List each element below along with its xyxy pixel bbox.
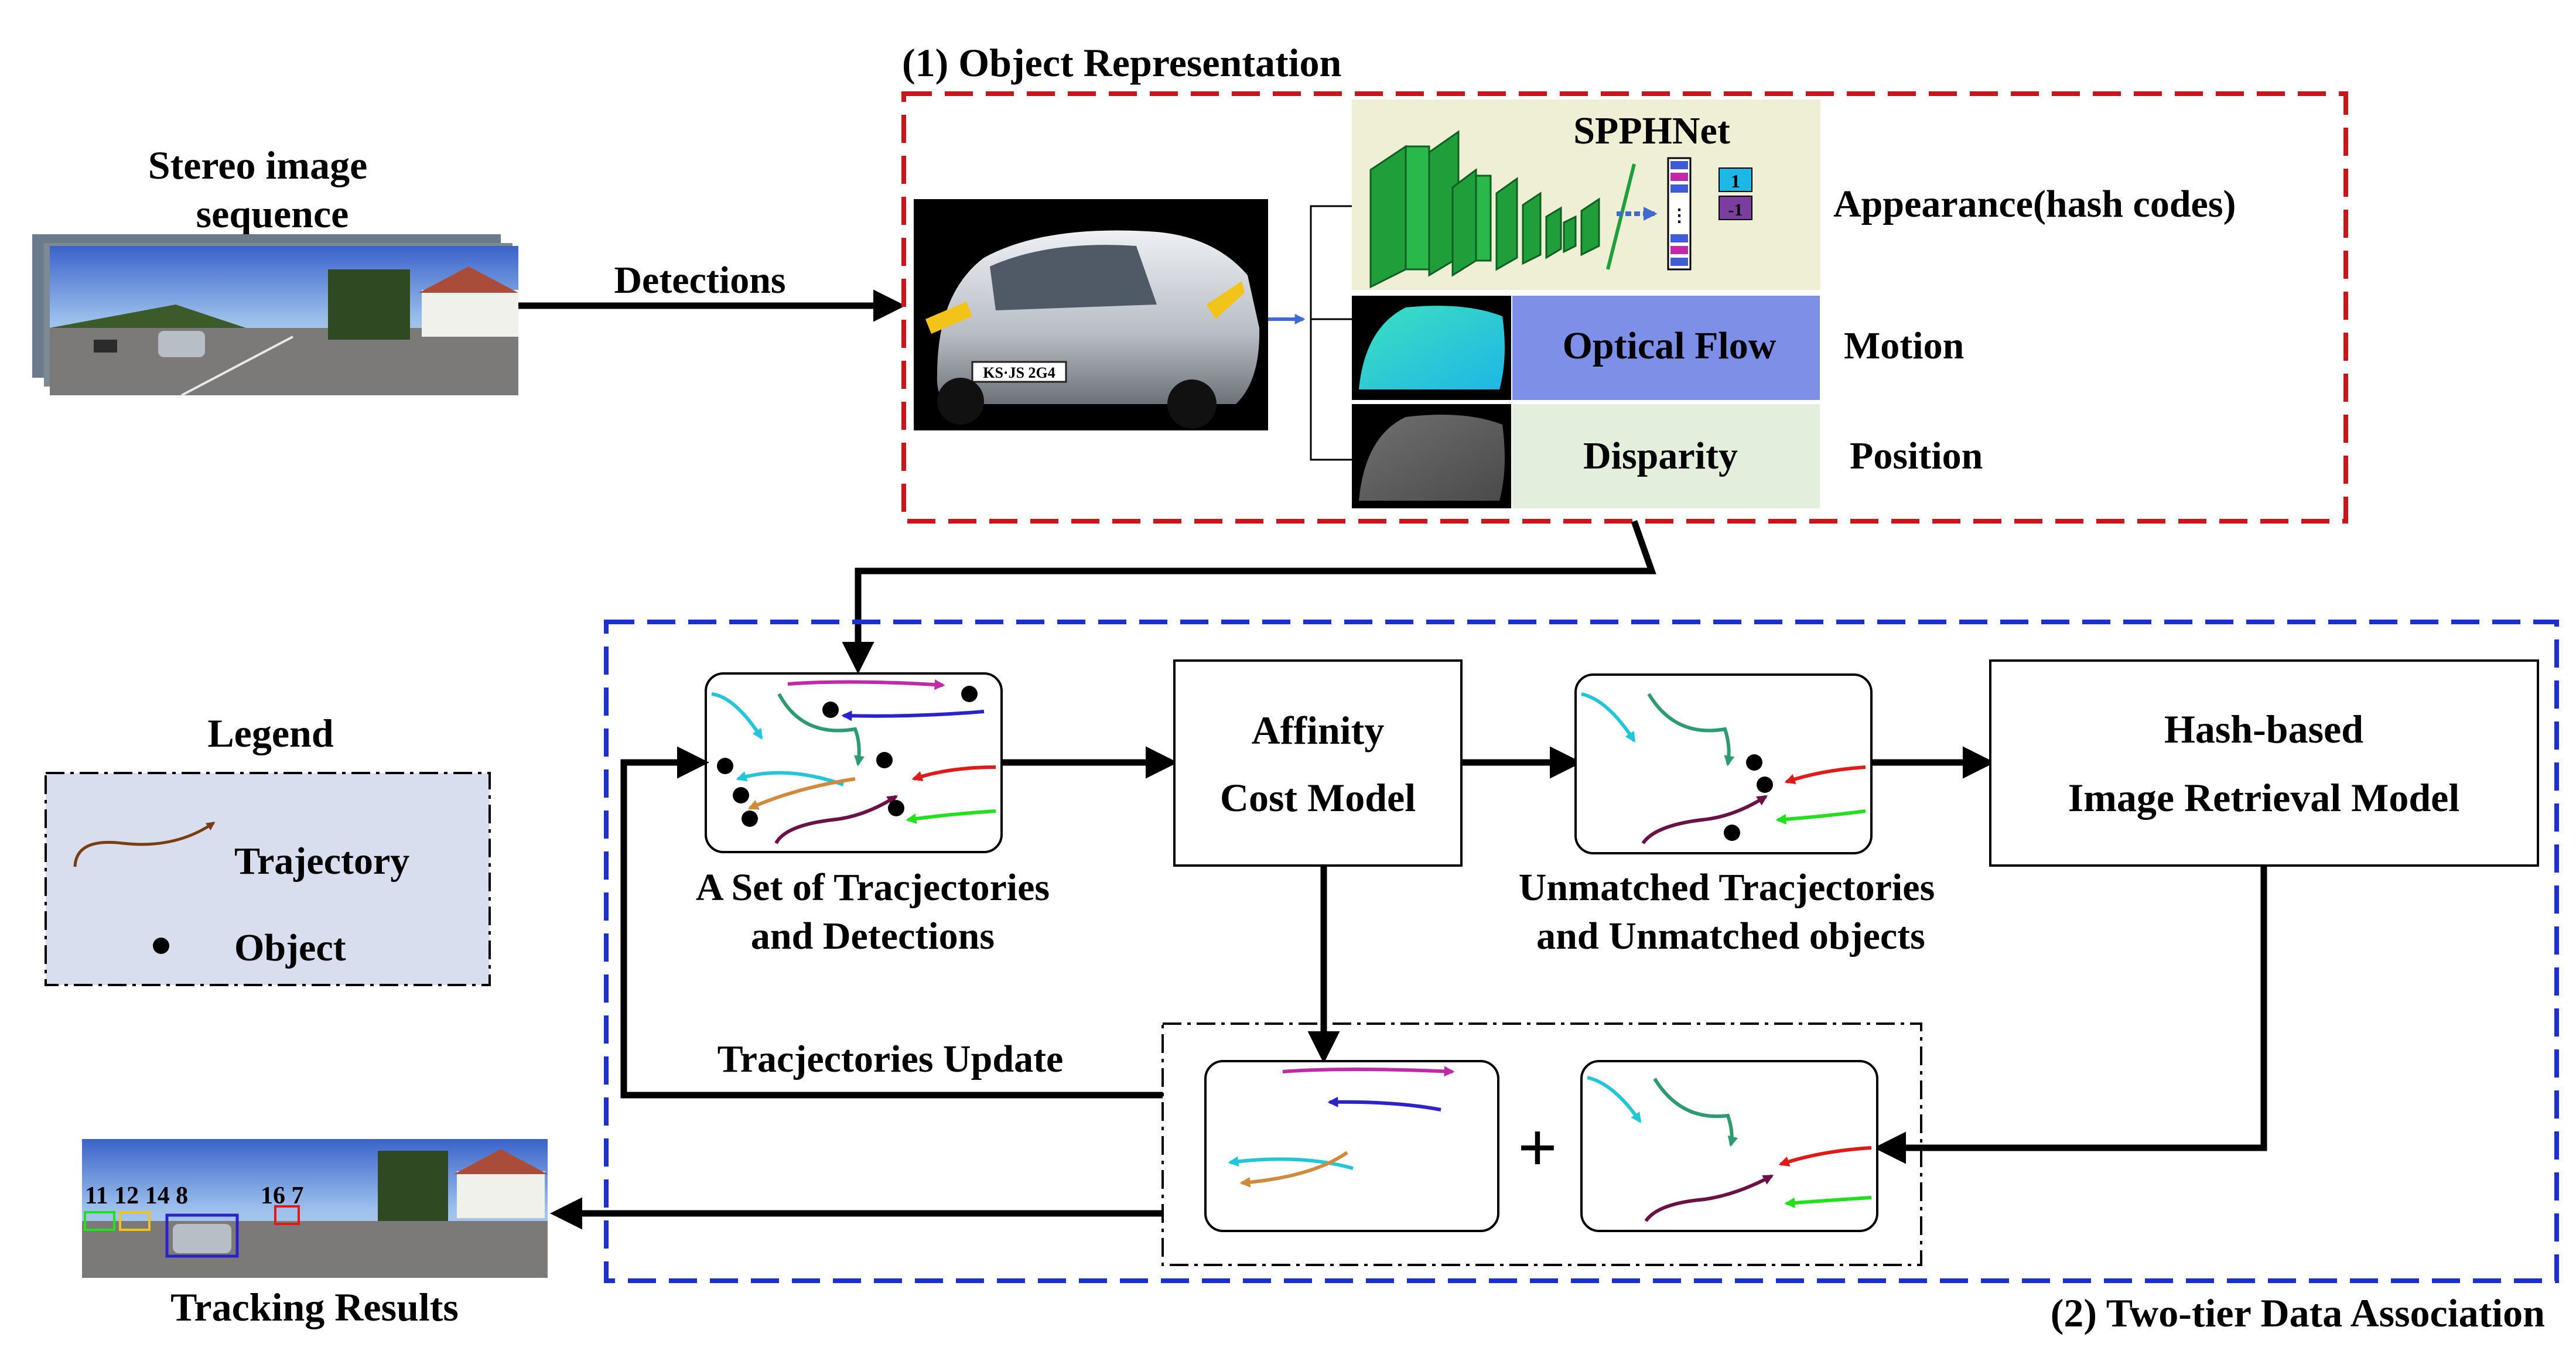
two-tier-title: (2) Two-tier Data Association [2051, 1291, 2545, 1335]
svg-text:⋮: ⋮ [1670, 206, 1688, 225]
detections-arrow-group: Detections [518, 259, 906, 322]
optical-flow-silhouette [1359, 306, 1505, 389]
license-plate-text: KS·JS 2G4 [983, 364, 1055, 381]
track-id-labels: 11 12 14 8 [85, 1182, 188, 1209]
optical-flow-row: Optical Flow Motion [1352, 296, 1964, 400]
object-representation-section: (1) Object Representation KS·JS 2G4 [901, 40, 2348, 524]
hash-bit-minus-one-box [1719, 196, 1752, 220]
hash-model-line2: Image Retrieval Model [2068, 775, 2459, 820]
track-id-labels-right: 16 7 [261, 1182, 304, 1209]
motion-label: Motion [1844, 324, 1964, 367]
tracking-results-image: 11 12 14 8 16 7 [82, 1139, 548, 1278]
stereo-image-stack [32, 234, 518, 396]
hash-to-merge-arrow [1874, 866, 2267, 1164]
update-feedback-arrow [620, 746, 1163, 1099]
merge-box [1161, 1022, 1922, 1266]
hash-bit-one-box [1719, 167, 1752, 192]
sppnet-panel: ⋮ 1 -1 SPPHNet [1352, 100, 1820, 290]
plus-sign: + [1518, 1109, 1557, 1186]
sppnet-label: SPPHNet [1573, 110, 1730, 152]
hash-code-column-icon: ⋮ [1667, 157, 1692, 271]
cnn-layers-icon [1369, 130, 1600, 289]
disparity-box [1512, 404, 1820, 508]
unmatched-box [1574, 673, 1873, 854]
affinity-line2: Cost Model [1220, 775, 1416, 820]
disparity-row: Disparity Position [1352, 404, 1983, 508]
unmatched-caption-line1: Unmatched Tracjectories [1519, 866, 1935, 909]
detected-car-image: KS·JS 2G4 [914, 199, 1268, 430]
stereo-sequence-group: Stereo image sequence [32, 143, 518, 396]
legend-trajectory-label: Trajectory [234, 840, 409, 883]
object-representation-border [901, 91, 2348, 524]
hash-bit-one: 1 [1731, 170, 1740, 191]
disparity-label: Disparity [1583, 435, 1738, 477]
trajectories-update-label: Tracjectories Update [718, 1038, 1064, 1080]
disparity-silhouette [1359, 415, 1505, 501]
position-label: Position [1850, 435, 1983, 477]
detections-label: Detections [614, 259, 785, 302]
affinity-cost-model-box: Affinity Cost Model [1173, 659, 1463, 867]
object-representation-title: (1) Object Representation [902, 40, 1341, 85]
tracking-results-group: 11 12 14 8 16 7 Tracking Results [82, 1139, 548, 1329]
trajectory-set-caption-line2: and Detections [751, 915, 995, 957]
optical-flow-box [1512, 296, 1820, 400]
legend-object-label: Object [234, 926, 346, 969]
tracking-results-label: Tracking Results [170, 1285, 459, 1329]
stereo-title-line1: Stereo image [148, 143, 368, 187]
appearance-label: Appearance(hash codes) [1833, 183, 2236, 225]
affinity-line1: Affinity [1252, 708, 1385, 753]
reidentified-result-box [1580, 1060, 1878, 1232]
trajectory-set-box [705, 672, 1003, 853]
data-association-border [604, 620, 2559, 1283]
hash-bit-minus-one: -1 [1728, 200, 1743, 220]
unmatched-caption-line2: and Unmatched objects [1536, 915, 1925, 957]
legend-object-icon [153, 938, 169, 954]
optical-flow-label: Optical Flow [1563, 324, 1776, 367]
legend-trajectory-icon [73, 821, 216, 867]
legend: Legend Trajectory Object [45, 711, 491, 986]
hash-model-line1: Hash-based [2164, 707, 2363, 751]
stereo-frame-front [50, 246, 518, 396]
data-association-section: (2) Two-tier Data Association A Set of T… [550, 620, 2559, 1335]
trajectory-set-caption-line1: A Set of Tracjectories [696, 866, 1050, 909]
matched-result-box [1204, 1060, 1499, 1232]
legend-title: Legend [207, 711, 334, 755]
hash-retrieval-model-box: Hash-based Image Retrieval Model [1989, 659, 2539, 867]
stereo-title-line2: sequence [196, 191, 349, 236]
legend-box [45, 772, 491, 986]
representation-to-set-arrow [842, 520, 1656, 674]
feature-bracket [1310, 205, 1352, 461]
